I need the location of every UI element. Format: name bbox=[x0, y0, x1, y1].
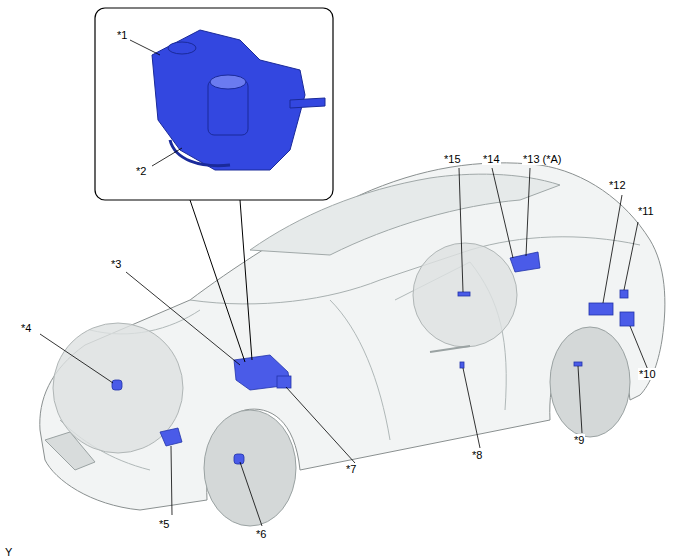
callout-number: *14 bbox=[482, 153, 501, 165]
callout-number: *9 bbox=[573, 434, 585, 446]
callout-number: *8 bbox=[471, 449, 483, 461]
callout-number: *12 bbox=[608, 179, 627, 191]
callout-number: *7 bbox=[345, 463, 357, 475]
callout-number: *13 (*A) bbox=[522, 153, 563, 165]
callout-number: *10 bbox=[638, 368, 657, 380]
callout-number: *6 bbox=[255, 528, 267, 540]
callout-number: *11 bbox=[637, 205, 655, 217]
figure-code: Y bbox=[4, 546, 13, 558]
callout-number: *2 bbox=[135, 165, 147, 177]
callout-number: *5 bbox=[158, 518, 170, 530]
callout-number: *15 bbox=[443, 153, 462, 165]
callout-number: *4 bbox=[20, 322, 32, 334]
callout-number: *1 bbox=[116, 29, 128, 41]
callout-number: *3 bbox=[110, 258, 122, 270]
